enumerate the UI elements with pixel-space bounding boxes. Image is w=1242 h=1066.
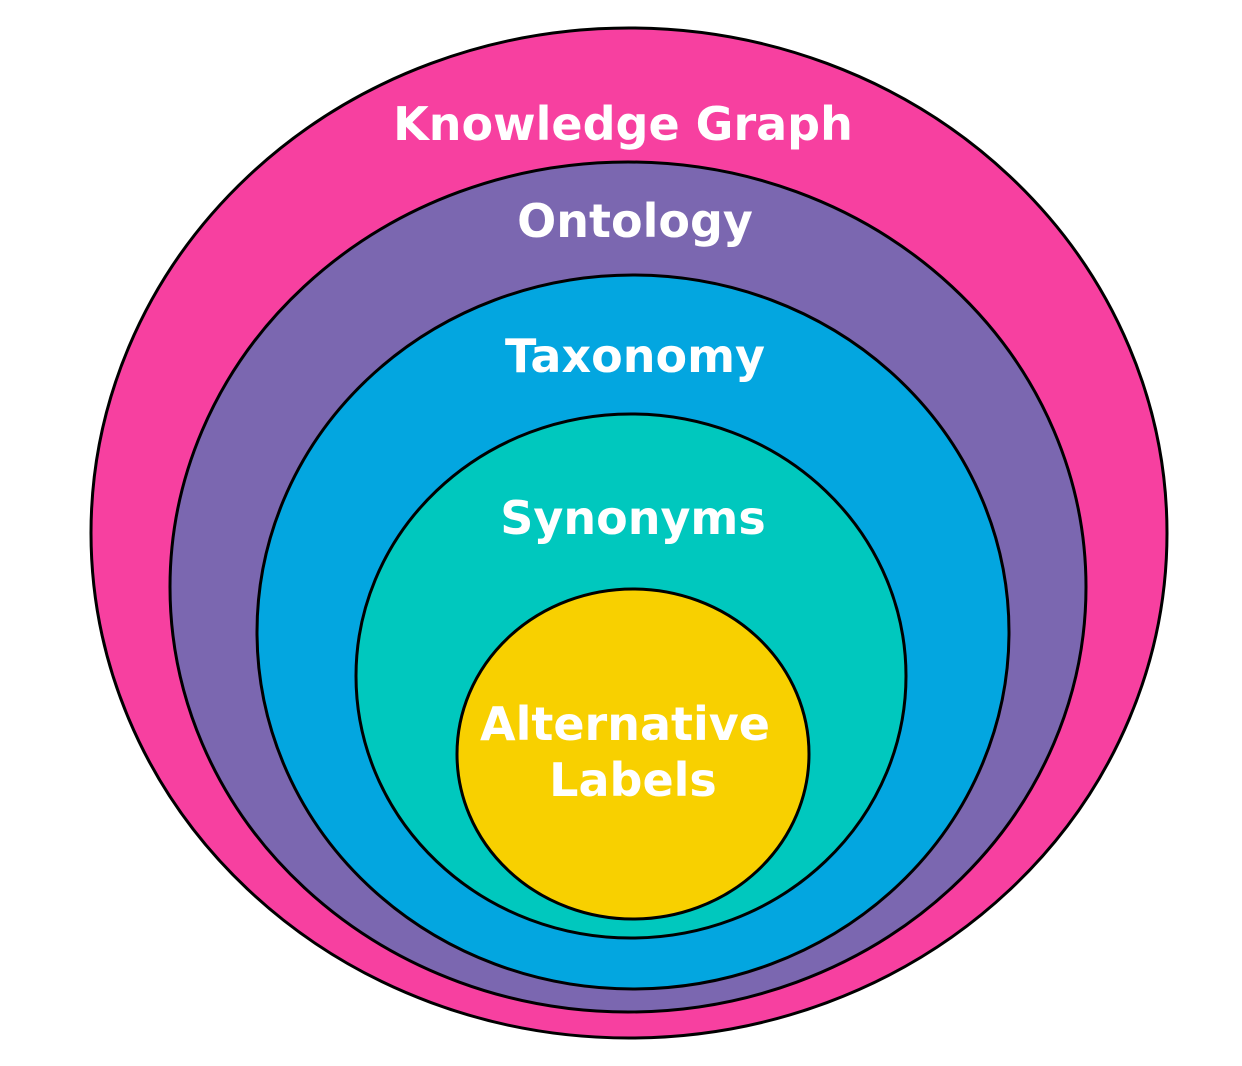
alternative-labels-layer (455, 587, 811, 921)
taxonomy-label: Taxonomy (505, 329, 765, 383)
knowledge-graph-label: Knowledge Graph (393, 97, 853, 151)
synonyms-label: Synonyms (500, 491, 766, 545)
alternative-labels-line-1: Alternative (480, 697, 770, 751)
ontology-label: Ontology (517, 194, 753, 248)
alternative-labels-label: Alternative Labels (480, 697, 786, 807)
alternative-labels-line-2: Labels (549, 753, 717, 807)
